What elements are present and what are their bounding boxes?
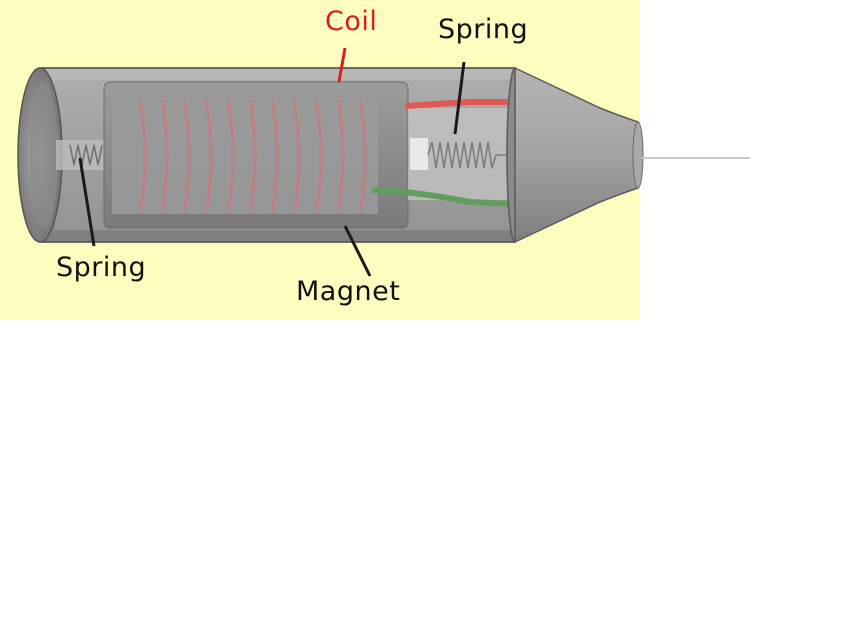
left-end-cap-inner (30, 81, 58, 229)
spring-top-pointer (453, 61, 466, 135)
green-wire (371, 187, 515, 207)
coil-pointer (337, 47, 347, 83)
spring-left-pointer (78, 157, 96, 247)
spring-left-label: Spring (56, 252, 146, 283)
red-wire (404, 99, 514, 109)
spring-end-plate (410, 138, 428, 170)
right-spring-coil (427, 141, 510, 169)
spring-top-label: Spring (438, 14, 528, 45)
magnet-pointer (343, 225, 372, 277)
left-spring-coil (69, 144, 103, 166)
coil-label: Coil (325, 6, 377, 37)
magnet-face (112, 98, 378, 214)
coil-windings (138, 99, 367, 215)
magnet-label: Magnet (296, 276, 400, 307)
nose-tip (632, 121, 644, 189)
